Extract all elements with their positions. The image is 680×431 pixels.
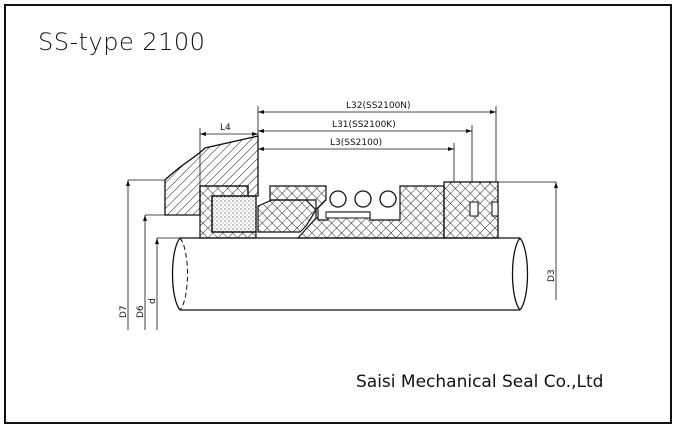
label-L32: L32(SS2100N) — [346, 101, 411, 111]
label-D3: D3 — [547, 269, 557, 282]
drive-collar — [443, 181, 499, 239]
dim-L31: L31(SS2100K) — [258, 120, 473, 182]
label-D6: D6 — [136, 305, 146, 318]
label-d: d — [148, 298, 158, 304]
dim-L4: L4 — [199, 123, 258, 186]
label-L3: L3(SS2100) — [330, 138, 382, 148]
springs — [329, 190, 397, 208]
label-D7: D7 — [119, 305, 129, 318]
shaft — [171, 237, 529, 311]
dim-D3: D3 — [498, 181, 558, 300]
company-name: Saisi Mechanical Seal Co.,Ltd — [356, 372, 604, 392]
label-L4: L4 — [220, 123, 231, 133]
retainer — [269, 185, 445, 239]
dim-d: d — [148, 237, 180, 330]
dim-D6: D6 — [136, 214, 200, 330]
dim-L3: L3(SS2100) — [258, 138, 455, 182]
drawing-title: SS-type 2100 — [38, 28, 206, 56]
stationary-seat — [199, 185, 257, 239]
dim-D7: D7 — [119, 179, 165, 330]
label-L31: L31(SS2100K) — [332, 120, 396, 130]
